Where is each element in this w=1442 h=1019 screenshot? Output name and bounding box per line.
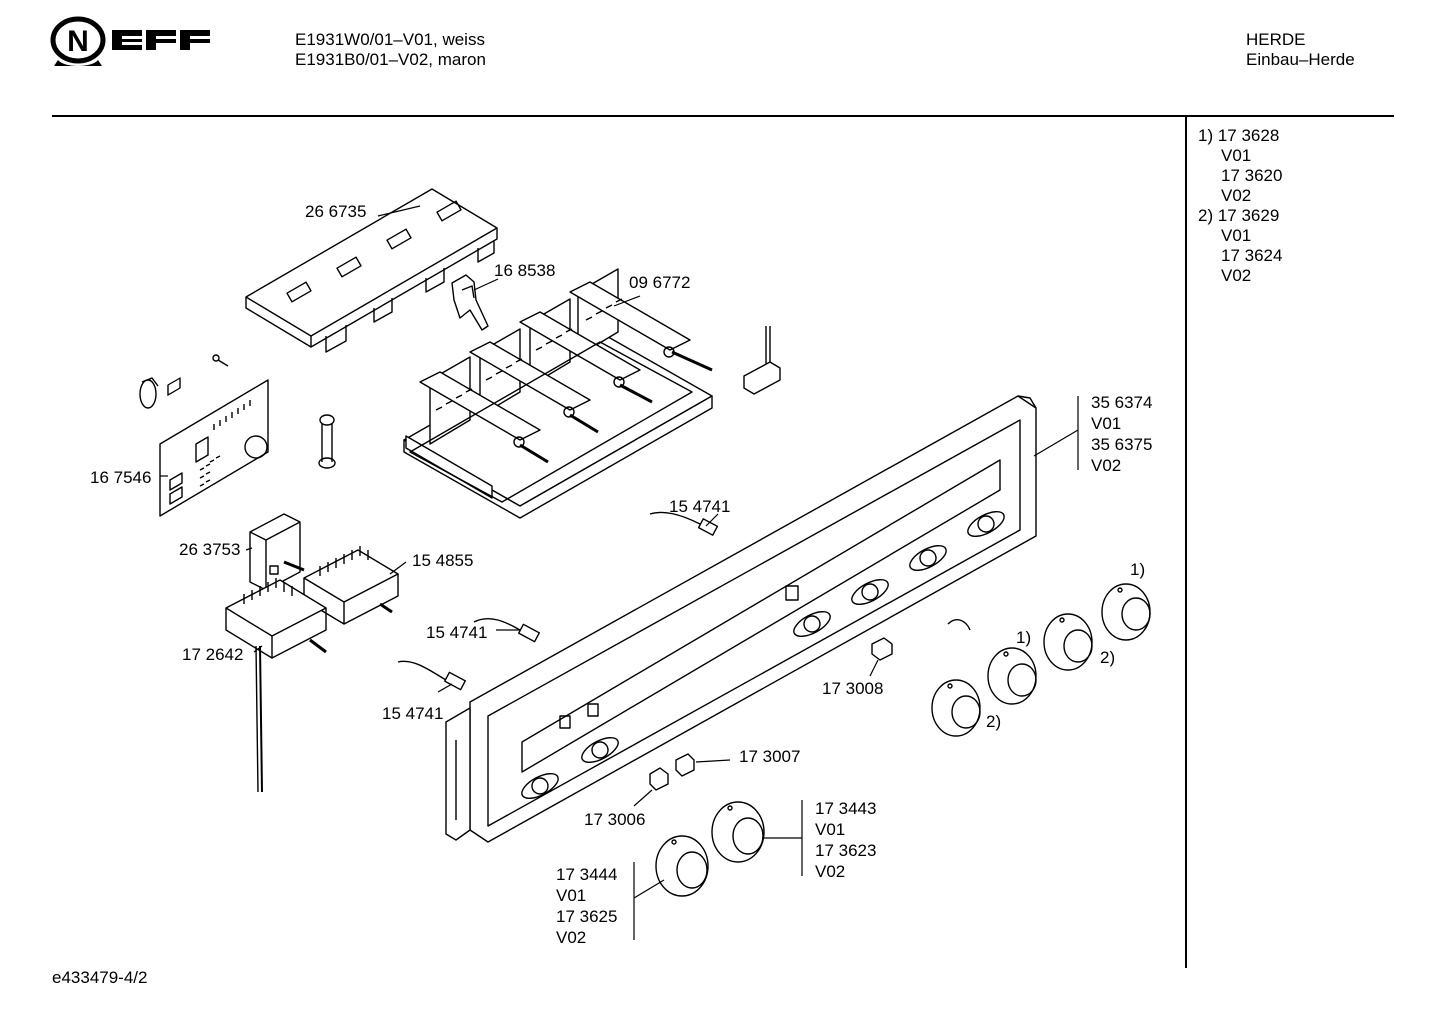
part-label-154855: 15 4855 <box>412 551 474 570</box>
leader-lines <box>160 205 1079 940</box>
knob-left-line-2: V01 <box>556 886 587 905</box>
indicator-clip-part-173006 <box>649 767 669 791</box>
footnote-marker-2-low: 2) <box>986 712 1002 731</box>
knob-part-173444 <box>655 835 709 897</box>
part-label-154741-mid: 15 4741 <box>426 623 488 642</box>
switch-block-part <box>403 268 713 519</box>
panel-part-line-4: V02 <box>1091 456 1122 475</box>
knob-right-line-1: 17 3443 <box>815 799 877 818</box>
part-label-173008: 17 3008 <box>822 679 884 698</box>
knob-right-part-list: 17 3443 V01 17 3623 V02 <box>815 798 876 882</box>
knob-cap-part <box>947 619 971 631</box>
part-label-168538: 16 8538 <box>494 261 556 280</box>
part-label-167546: 16 7546 <box>90 468 152 487</box>
sensor-pin-part <box>743 326 781 395</box>
knob-part-4 <box>931 679 981 737</box>
part-label-154741-top: 15 4741 <box>669 497 731 516</box>
knob-left-part-list: 17 3444 V01 17 3625 V02 <box>556 864 617 948</box>
signal-lamp-part-low <box>397 660 466 691</box>
cover-bracket-part <box>245 188 498 353</box>
screw-part <box>212 354 229 367</box>
selector-switch-part <box>303 546 399 625</box>
model-list: E1931W0/01–V01, weiss E1931B0/01–V02, ma… <box>295 30 486 70</box>
brand-logo: N <box>50 16 220 72</box>
variant-line-6: V01 <box>1221 226 1252 245</box>
part-label-266735: 26 6735 <box>305 202 367 221</box>
part-label-172642: 17 2642 <box>182 645 244 664</box>
part-label-173007: 17 3007 <box>739 747 801 766</box>
part-label-154741-low: 15 4741 <box>382 704 444 723</box>
part-label-096772: 09 6772 <box>629 273 691 292</box>
small-switch-part <box>249 513 305 591</box>
category-block: HERDE Einbau–Herde <box>1246 30 1355 70</box>
footnote-marker-2-right: 2) <box>1100 648 1116 667</box>
knob-right-line-4: V02 <box>815 862 846 881</box>
knob-part-173443 <box>711 801 765 863</box>
clip-part <box>451 274 489 331</box>
wire-clip-part <box>139 377 159 409</box>
control-panel-part <box>445 395 1037 843</box>
variant-line-8: V02 <box>1221 266 1252 285</box>
footnote-marker-1-mid: 1) <box>1016 628 1032 647</box>
panel-part-list: 35 6374 V01 35 6375 V02 <box>1091 392 1152 476</box>
neff-logo-icon: N <box>50 16 210 66</box>
variant-line-3: 17 3620 <box>1221 166 1283 185</box>
footnote-marker-1-top: 1) <box>1130 560 1146 579</box>
category-subtitle: Einbau–Herde <box>1246 50 1355 69</box>
thermostat-part <box>225 578 327 793</box>
signal-lamp-part-mid <box>473 618 540 643</box>
panel-part-line-3: 35 6375 <box>1091 435 1153 454</box>
model-line-1: E1931W0/01–V01, weiss <box>295 30 485 49</box>
svg-text:N: N <box>67 25 89 58</box>
variant-line-4: V02 <box>1221 186 1252 205</box>
indicator-clip-part-173007 <box>675 753 695 777</box>
document-id: e433479-4/2 <box>52 968 148 987</box>
knob-left-line-3: 17 3625 <box>556 907 618 926</box>
panel-part-line-2: V01 <box>1091 414 1122 433</box>
variant-line-7: 17 3624 <box>1221 246 1283 265</box>
signal-lamp-part-top <box>649 511 719 536</box>
knob-part-1 <box>1101 583 1151 641</box>
indicator-clip-part-173008 <box>871 637 893 661</box>
category-title: HERDE <box>1246 30 1306 49</box>
knob-right-line-2: V01 <box>815 820 846 839</box>
part-label-263753: 26 3753 <box>179 540 241 559</box>
knob-part-3 <box>987 647 1037 705</box>
spacer-bolt-part <box>318 414 336 469</box>
part-label-173006: 17 3006 <box>584 810 646 829</box>
variant-line-5: 2) 17 3629 <box>1198 206 1280 225</box>
knob-left-line-1: 17 3444 <box>556 865 618 884</box>
knob-right-line-3: 17 3623 <box>815 841 877 860</box>
knob-left-line-4: V02 <box>556 928 587 947</box>
variant-line-2: V01 <box>1221 146 1252 165</box>
control-board-part <box>159 377 269 517</box>
knob-part-2 <box>1043 613 1093 671</box>
panel-part-line-1: 35 6374 <box>1091 393 1153 412</box>
model-line-2: E1931B0/01–V02, maron <box>295 50 486 69</box>
variant-line-1: 1) 17 3628 <box>1198 126 1280 145</box>
